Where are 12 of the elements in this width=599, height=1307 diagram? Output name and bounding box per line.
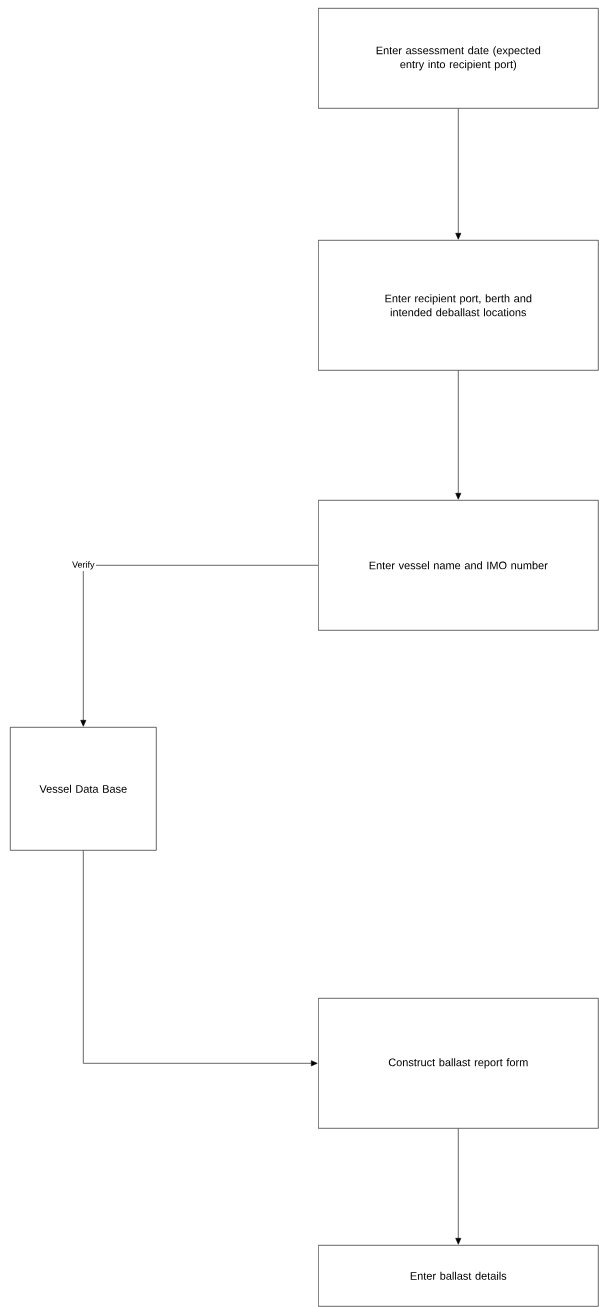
arrow — [455, 108, 462, 240]
process-box: Enter ballast details — [318, 1245, 599, 1307]
arrow — [83, 850, 318, 1067]
process-box: Construct ballast report form — [318, 998, 599, 1129]
process-box: Enter recipient port, berth and intended deballast locations — [318, 240, 599, 371]
process-box: Enter vessel name and IMO number — [318, 500, 599, 631]
process-box: Vessel Data Base — [10, 727, 157, 851]
arrow — [455, 1128, 462, 1245]
process-box: Enter assessment date (expected entry into recipient port) — [318, 8, 599, 109]
arrow — [455, 370, 462, 500]
edge-label: Verify — [70, 559, 96, 571]
arrow — [80, 565, 319, 727]
